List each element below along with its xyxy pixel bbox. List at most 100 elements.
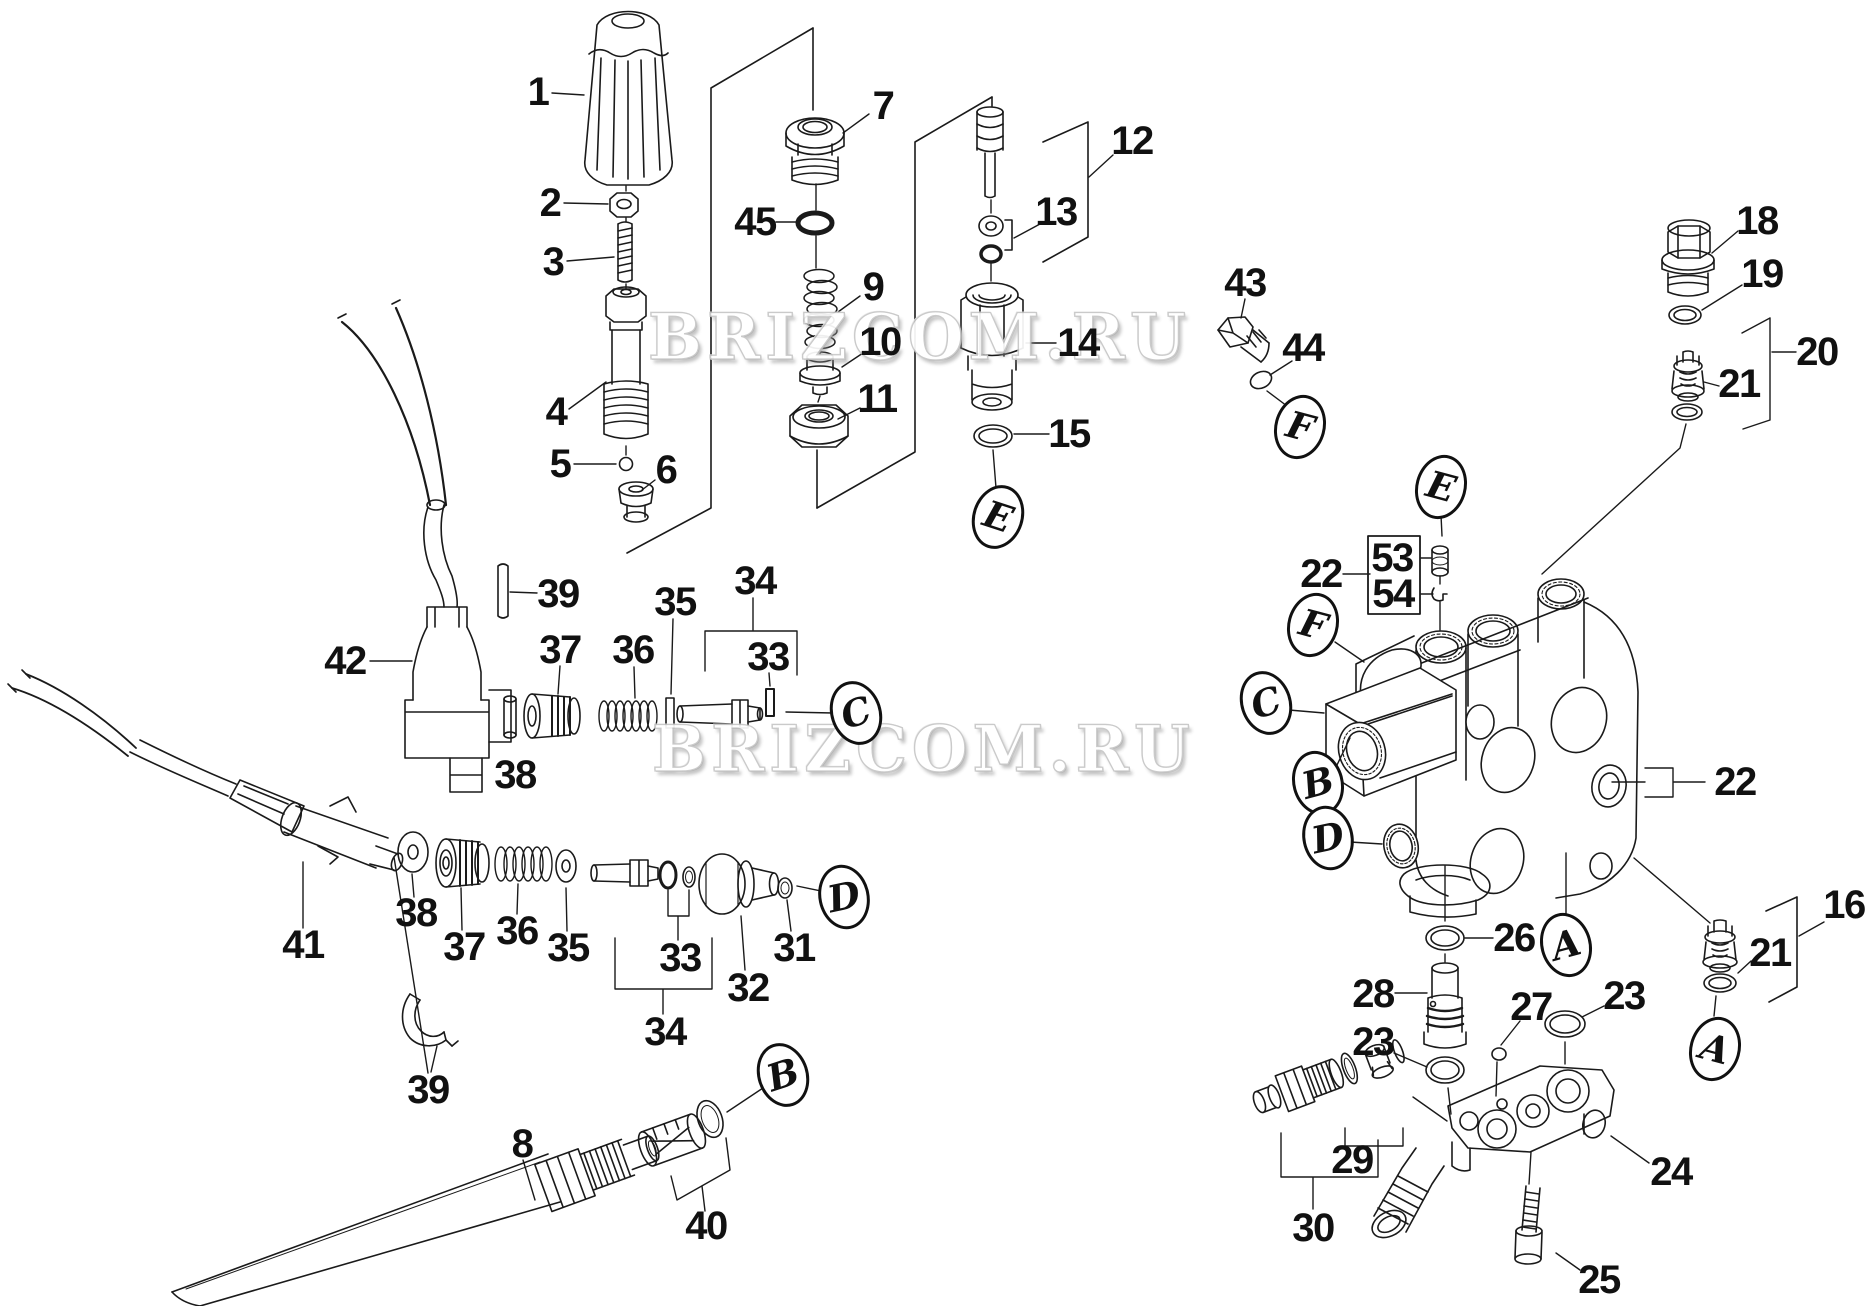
part-37-valve-bushing-top — [523, 693, 581, 739]
position-badge-F: F — [1279, 587, 1347, 663]
badge-letter-C: C — [1245, 677, 1287, 729]
position-badge-D: D — [812, 859, 876, 935]
callout-33: 33 — [747, 635, 790, 679]
callout-32: 32 — [727, 966, 770, 1010]
position-badge-E: E — [963, 478, 1033, 556]
callout-7: 7 — [872, 84, 895, 128]
callout-5: 5 — [549, 442, 572, 486]
callout-25: 25 — [1578, 1258, 1621, 1302]
leader-lines — [302, 92, 1825, 1271]
callout-41: 41 — [282, 923, 325, 967]
badge-letter-B: B — [1297, 757, 1339, 808]
callout-8: 8 — [511, 1122, 534, 1166]
callout-22: 22 — [1300, 552, 1343, 596]
part-21-check-valve-top — [1671, 350, 1705, 402]
part-38-spacer-top — [503, 695, 517, 739]
callout-20: 20 — [1796, 330, 1839, 374]
bracket-16 — [1765, 896, 1798, 1003]
position-badge-A: A — [1532, 907, 1600, 983]
part-25-bolt — [1514, 1185, 1543, 1265]
callout-39: 39 — [537, 572, 580, 616]
callout-12: 12 — [1111, 119, 1154, 163]
part-2-nut — [609, 192, 639, 218]
callout-37: 37 — [443, 925, 486, 969]
part-21-check-valve-bottom — [1702, 919, 1738, 993]
callout-38: 38 — [395, 891, 438, 935]
part-19-o-ring — [1668, 305, 1702, 325]
callout-36: 36 — [612, 628, 655, 672]
callout-30: 30 — [1292, 1206, 1335, 1250]
callout-27: 27 — [1510, 985, 1553, 1029]
part-11-nut — [789, 404, 849, 448]
part-1-knob — [583, 10, 673, 186]
part-8-high-pressure-hose — [171, 1135, 660, 1306]
part-33-o-rings-bottom — [658, 860, 696, 890]
part-23-o-ring-right — [1544, 1010, 1586, 1038]
callout-10: 10 — [859, 320, 902, 364]
part-6-grommet — [618, 481, 654, 523]
callout-34: 34 — [734, 559, 777, 603]
group-enclosure-lines — [626, 27, 1089, 554]
badge-letter-A: A — [1546, 919, 1586, 970]
part-27-ball — [1491, 1047, 1507, 1061]
callout-53: 53 — [1371, 536, 1414, 580]
callout-54: 54 — [1372, 572, 1415, 616]
badge-letter-B: B — [761, 1048, 805, 1101]
part-42-pressure-switch — [337, 299, 512, 793]
callout-21: 21 — [1718, 362, 1761, 406]
part-40-filter-and-o-ring — [637, 1099, 724, 1167]
badge-letter-D: D — [1307, 812, 1349, 863]
callout-15: 15 — [1048, 412, 1091, 456]
callout-9: 9 — [862, 265, 885, 309]
badge-letter-F: F — [1281, 401, 1319, 452]
callout-39: 39 — [407, 1068, 450, 1112]
position-badge-B: B — [748, 1036, 818, 1114]
part-31-o-ring — [777, 877, 793, 899]
callout-45: 45 — [734, 200, 777, 244]
badge-letter-D: D — [823, 871, 865, 922]
part-41-cable-connector — [7, 669, 404, 872]
callout-29: 29 — [1331, 1138, 1374, 1182]
callout-19: 19 — [1741, 252, 1784, 296]
part-35-washer-bottom — [555, 849, 577, 883]
part-30-inlet-fitting — [1252, 1039, 1405, 1114]
part-23-o-ring-left — [1425, 1056, 1465, 1084]
callout-21: 21 — [1749, 931, 1792, 975]
part-4-regulator-sleeve — [603, 286, 649, 440]
callout-31: 31 — [773, 926, 816, 970]
part-44-o-ring — [1249, 370, 1273, 390]
part-33-pin-top — [765, 688, 775, 717]
part-18-oil-plug — [1661, 219, 1715, 297]
callout-23: 23 — [1603, 974, 1646, 1018]
callout-14: 14 — [1057, 321, 1100, 365]
part-21-o-ring-top — [1671, 403, 1703, 421]
part-34-piston-rod-top — [676, 699, 764, 729]
callout-23: 23 — [1352, 1020, 1395, 1064]
part-32-valve-housing — [698, 853, 780, 915]
part-14-outlet-coupler — [960, 282, 1024, 411]
part-9-spring — [803, 268, 838, 350]
callout-34: 34 — [644, 1010, 687, 1054]
callout-26: 26 — [1493, 916, 1536, 960]
callout-24: 24 — [1650, 1150, 1693, 1194]
part-34-piston-rod-bottom — [590, 859, 659, 887]
callout-35: 35 — [547, 926, 590, 970]
callout-3: 3 — [542, 240, 565, 284]
position-badge-F: F — [1266, 389, 1334, 465]
part-3-threaded-stud — [617, 221, 633, 283]
part-5-ball — [618, 456, 634, 472]
callout-38: 38 — [494, 753, 537, 797]
callout-42: 42 — [324, 639, 367, 683]
part-26-o-ring — [1425, 925, 1465, 951]
part-35-pin-top — [665, 697, 675, 729]
part-12-nozzle-needle — [976, 106, 1004, 199]
callout-16: 16 — [1823, 883, 1866, 927]
position-badge-C: C — [821, 674, 891, 752]
callout-6: 6 — [655, 448, 678, 492]
badge-letter-C: C — [835, 687, 877, 739]
part-45-o-ring — [795, 210, 835, 236]
part-36-spring-bottom — [494, 846, 553, 882]
badge-letter-E: E — [977, 491, 1019, 542]
callout-18: 18 — [1736, 199, 1779, 243]
